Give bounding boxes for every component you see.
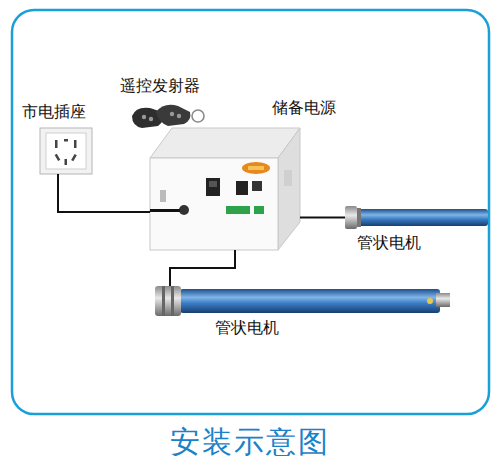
component: 遥控发射器 [130, 104, 202, 132]
component: 管状电机 [345, 206, 488, 229]
power-box-picture [150, 128, 300, 250]
component: 管状电机 [155, 286, 450, 316]
diagram-title: 安装示意图 [0, 424, 500, 460]
component-label: 管状电机 [357, 234, 421, 252]
remote-picture [132, 105, 204, 128]
component: 储备电源 [150, 128, 300, 250]
cable [170, 250, 235, 286]
frame [12, 10, 489, 414]
motor-picture [345, 206, 488, 229]
component-label: 管状电机 [215, 319, 279, 337]
motor-picture [155, 286, 450, 316]
cable [58, 174, 150, 212]
socket-picture [40, 128, 92, 174]
component-label: 遥控发射器 [120, 77, 200, 95]
component-label: 市电插座 [22, 103, 86, 121]
component-label: 储备电源 [272, 99, 336, 117]
component: 市电插座 [40, 128, 92, 174]
cable [300, 217, 345, 219]
